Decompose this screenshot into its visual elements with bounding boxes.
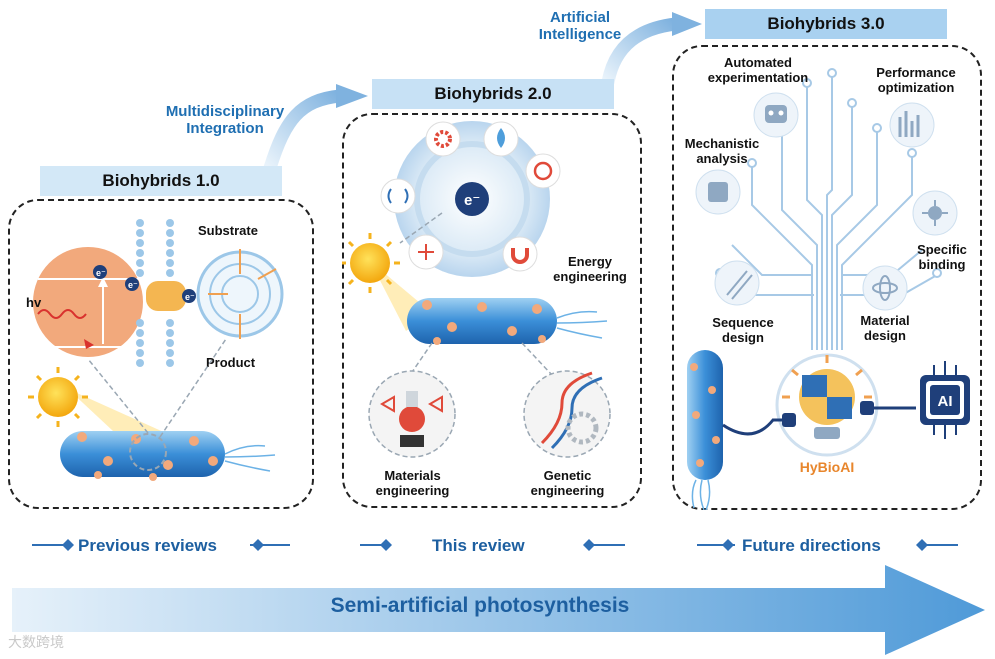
transport-protein xyxy=(146,281,186,311)
gen1-panel xyxy=(8,199,314,509)
dna-icon xyxy=(523,370,611,458)
photon-wave xyxy=(37,309,87,319)
specific-label: Specific binding xyxy=(917,242,967,272)
arrow-2-to-3-head xyxy=(672,12,702,36)
magnet-icon xyxy=(502,236,538,272)
membrane-bilayer xyxy=(136,219,174,367)
automated-label: Automated experimentation xyxy=(707,55,809,85)
energy-icons xyxy=(380,121,561,272)
svg-text:e⁻: e⁻ xyxy=(96,268,106,278)
gen2-panel xyxy=(342,113,642,508)
wireless-icon xyxy=(380,178,416,214)
binding-icon xyxy=(912,190,958,236)
substrate-label: Substrate xyxy=(198,223,258,238)
energy-level-circle xyxy=(33,247,143,357)
energy-engineering-label: Energy engineering xyxy=(540,254,640,284)
footer-decor xyxy=(32,539,958,551)
plug-right xyxy=(860,401,874,415)
dna-design-icon xyxy=(714,260,760,306)
gen3-panel xyxy=(672,45,982,510)
gear-icon xyxy=(425,121,461,157)
sequence-label: Sequence design xyxy=(712,315,774,345)
atom-icon xyxy=(862,265,908,311)
future-directions-caption: Future directions xyxy=(742,536,881,555)
gen1-title: Biohybrids 1.0 xyxy=(40,166,282,196)
gen2-artwork: e⁻ xyxy=(342,121,611,458)
mechanistic-label: Mechanistic analysis xyxy=(684,136,760,166)
brain-chip-icon xyxy=(695,169,741,215)
gen3-artwork: AI HyBioAI xyxy=(687,68,970,510)
bacterium-cell-2 xyxy=(407,298,608,345)
svg-text:e⁻: e⁻ xyxy=(464,192,480,209)
recycle-icon xyxy=(525,153,561,189)
svg-text:e⁻: e⁻ xyxy=(128,280,138,290)
bacterium-cell xyxy=(60,431,276,481)
arrow-1-to-2 xyxy=(263,89,347,175)
watermark: 大数跨境 xyxy=(8,635,64,651)
plug-cable-left xyxy=(722,418,783,436)
central-electron xyxy=(455,182,489,216)
hybioai-lightbulb-icon xyxy=(775,353,879,457)
materials-lab-icon xyxy=(368,370,456,458)
ai-label: Artificial Intelligence xyxy=(538,9,622,43)
sun-icon-2 xyxy=(342,233,400,293)
material-label: Material design xyxy=(860,313,910,343)
hybioai-label: HyBioAI xyxy=(800,459,854,475)
gen2-title: Biohybrids 2.0 xyxy=(372,79,614,109)
svg-text:e⁻: e⁻ xyxy=(185,292,195,302)
bacterium-cell-3 xyxy=(687,350,723,510)
genetic-engineering-label: Genetic engineering xyxy=(530,468,605,498)
ai-chip-icon xyxy=(920,361,970,439)
sun-icon xyxy=(28,367,88,427)
arrow-2-to-3 xyxy=(601,17,683,89)
multidisciplinary-label: Multidisciplinary Integration xyxy=(165,103,285,137)
this-review-caption: This review xyxy=(432,536,525,555)
electron-3 xyxy=(182,289,196,303)
performance-label: Performance optimization xyxy=(876,65,956,95)
materials-engineering-label: Materials engineering xyxy=(375,468,450,498)
performance-chart-icon xyxy=(889,102,935,148)
plug-left xyxy=(782,413,796,427)
ai-chip-label: AI xyxy=(938,393,953,410)
robot-icon xyxy=(753,92,799,138)
gen1-artwork: hv e⁻ e⁻ e⁻ Substrate Product xyxy=(26,219,284,481)
hv-label: hv xyxy=(26,295,42,310)
product-label: Product xyxy=(206,355,256,370)
previous-reviews-caption: Previous reviews xyxy=(78,536,217,555)
banner-arrow xyxy=(12,565,985,655)
electron-2 xyxy=(125,277,139,291)
electron-1 xyxy=(93,265,107,279)
arrow-1-to-2-head xyxy=(336,84,368,108)
gen3-title: Biohybrids 3.0 xyxy=(705,9,947,39)
banner-label: Semi-artificial photosynthesis xyxy=(330,594,630,617)
